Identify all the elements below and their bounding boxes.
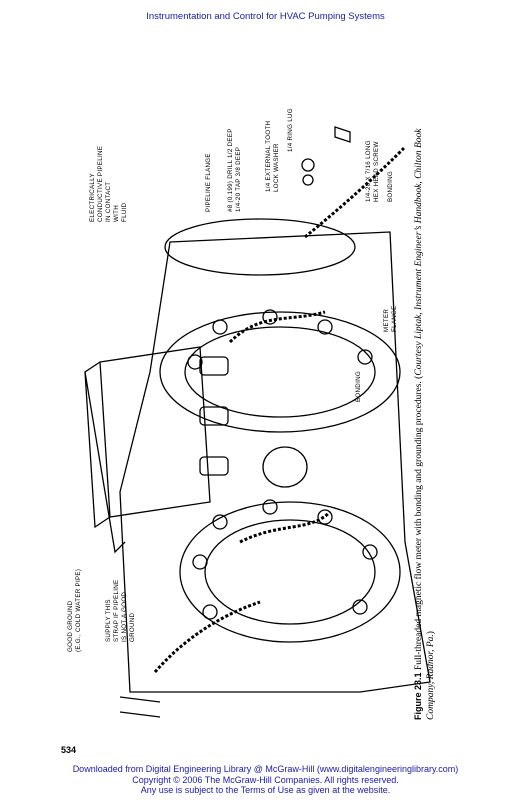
svg-text:METER: METER [383, 309, 390, 332]
svg-text:LOCK WASHER: LOCK WASHER [273, 143, 280, 192]
figure-label: Figure 23.1 [413, 672, 423, 720]
ground-pipe [119, 696, 161, 718]
ring-lug [301, 158, 315, 172]
bonding-strap-top [304, 145, 407, 239]
caption-close: ) [426, 631, 436, 635]
bonding-strap-lower [239, 510, 332, 544]
svg-text:1/4 EXTERNAL TOOTH: 1/4 EXTERNAL TOOTH [265, 121, 272, 192]
label-supply-strap: SUPPLY THIS STRAP IF PIPELINE IS NOT A G… [105, 580, 136, 642]
svg-text:IS NOT A GOOD: IS NOT A GOOD [121, 592, 128, 642]
page-number: 534 [61, 745, 77, 755]
label-bonding-mid: BONDING [355, 371, 362, 402]
svg-text:FLANGE: FLANGE [391, 305, 398, 332]
svg-text:BONDING: BONDING [355, 371, 362, 402]
meter-flange-lower [179, 501, 401, 643]
svg-text:1/4-20 X 7/16 LONG: 1/4-20 X 7/16 LONG [365, 140, 372, 202]
label-bonding-top: BONDING [387, 171, 394, 202]
svg-text:(E.G., COLD WATER PIPE): (E.G., COLD WATER PIPE) [75, 569, 82, 652]
running-header: Instrumentation and Control for HVAC Pum… [146, 11, 385, 22]
svg-text:CONDUCTIVE PIPELINE: CONDUCTIVE PIPELINE [97, 146, 104, 222]
flow-meter-figure: ELECTRICALLY CONDUCTIVE PIPELINE IN CONT… [67, 108, 431, 718]
label-ring-lug: 1/4 RING LUG [287, 108, 294, 152]
label-good-ground: GOOD GROUND (E.G., COLD WATER PIPE) [67, 569, 82, 652]
pipeline-body [119, 231, 431, 693]
svg-text:GROUND: GROUND [129, 612, 136, 642]
label-meter-flange: METER FLANGE [383, 305, 398, 332]
meter-flange-upper [159, 311, 401, 433]
pipe-end-upper [164, 218, 356, 276]
svg-text:BONDING: BONDING [387, 171, 394, 202]
label-hex-screw: 1/4-20 X 7/16 LONG HEX HEAD SCREW [365, 140, 380, 202]
flange-bolts [187, 309, 378, 620]
svg-text:1/4-20 TAP 3/8 DEEP: 1/4-20 TAP 3/8 DEEP [235, 147, 242, 212]
bonding-strap-upper [228, 310, 326, 344]
footer-line-2: Copyright © 2006 The McGraw-Hill Compani… [132, 774, 399, 785]
terminal-housing [99, 346, 211, 518]
svg-text:1/4 RING LUG: 1/4 RING LUG [287, 108, 294, 152]
svg-text:FLUID: FLUID [121, 202, 128, 222]
svg-text:PIPELINE FLANGE: PIPELINE FLANGE [205, 153, 212, 212]
caption-text: Full-threaded magnetic flow meter with b… [414, 375, 424, 671]
junction-dome [262, 446, 308, 488]
download-footer: Downloaded from Digital Engineering Libr… [0, 764, 531, 796]
footer-line-1[interactable]: Downloaded from Digital Engineering Libr… [72, 764, 459, 774]
label-lock-washer: 1/4 EXTERNAL TOOTH LOCK WASHER [265, 121, 280, 192]
label-pipeline-flange: PIPELINE FLANGE [205, 153, 212, 212]
hex-screw [334, 126, 351, 143]
label-drill-tap: #8 (0.199) DRILL 1/2 DEEP 1/4-20 TAP 3/8… [227, 128, 242, 212]
svg-text:HEX HEAD SCREW: HEX HEAD SCREW [373, 141, 380, 202]
svg-text:GOOD GROUND: GOOD GROUND [67, 600, 74, 652]
label-electrically-conductive: ELECTRICALLY CONDUCTIVE PIPELINE IN CONT… [89, 146, 128, 222]
svg-text:ELECTRICALLY: ELECTRICALLY [89, 173, 96, 222]
ground-strap [153, 600, 261, 673]
svg-text:#8 (0.199) DRILL 1/2 DEEP: #8 (0.199) DRILL 1/2 DEEP [227, 128, 234, 212]
svg-text:SUPPLY THIS: SUPPLY THIS [105, 599, 112, 642]
footer-line-3: Any use is subject to the Terms of Use a… [140, 785, 391, 795]
svg-text:STRAP IF PIPELINE: STRAP IF PIPELINE [113, 580, 120, 642]
lock-washer [302, 174, 314, 186]
cable-gland [199, 356, 229, 376]
figure-caption: Figure 23.1 Full-threaded magnetic flow … [412, 120, 452, 721]
svg-text:IN CONTACT: IN CONTACT [105, 182, 112, 222]
svg-text:WITH: WITH [113, 205, 120, 222]
